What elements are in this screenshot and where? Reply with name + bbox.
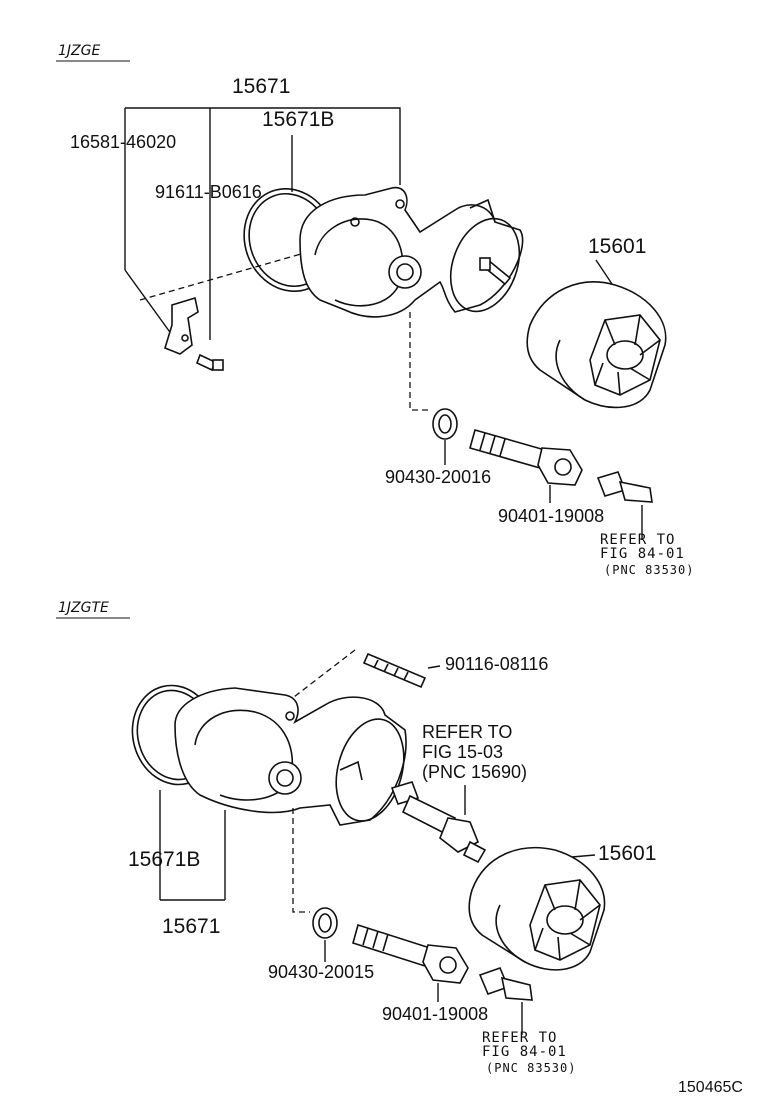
label-15601-top: 15601 [588, 235, 646, 258]
refer-to-a-line1: REFER TO [422, 722, 512, 742]
small-bolt-icon [195, 353, 224, 372]
label-15671-bottom: 15671 [162, 915, 220, 938]
oil-filter-icon [468, 846, 606, 971]
label-90116-08116: 90116-08116 [445, 654, 548, 674]
oil-pressure-switch-icon [596, 471, 653, 503]
mounting-bracket-icon [164, 296, 199, 355]
sensor-icon [390, 781, 487, 864]
section-1jzge: 1JZGE 15671 15671B 16581-46020 91611-B06… [56, 43, 694, 577]
refer-to-line3: (PNC 83530) [604, 563, 694, 577]
oil-filter-bracket-icon [299, 186, 524, 318]
refer-to-b-line2: FIG 84-01 [482, 1044, 567, 1060]
refer-to-line2: FIG 84-01 [600, 546, 685, 562]
oil-filter-icon [526, 281, 667, 409]
label-15671-top: 15671 [232, 75, 290, 98]
union-bolt-icon [352, 923, 469, 984]
label-90401-19008: 90401-19008 [498, 506, 604, 526]
refer-to-b-line1: REFER TO [482, 1030, 557, 1046]
washer-icon [432, 408, 458, 440]
label-90430-20016: 90430-20016 [385, 467, 491, 487]
refer-to-b-line3: (PNC 83530) [486, 1061, 576, 1075]
figure-id: 150465C [678, 1079, 743, 1096]
refer-to-line1: REFER TO [600, 532, 675, 548]
label-90401-19008-bottom: 90401-19008 [382, 1004, 488, 1024]
section-1jzgte: 1JZGTE 90116-08116 REFER TO FIG 15-03 (P… [56, 600, 656, 1075]
oil-pressure-switch-icon [478, 966, 533, 1001]
label-15601-bottom: 15601 [598, 842, 656, 865]
engine-label-1jzgte: 1JZGTE [58, 600, 109, 616]
label-91611-b0616: 91611-B0616 [155, 182, 262, 202]
label-90430-20015: 90430-20015 [268, 962, 374, 982]
union-bolt-icon [469, 429, 583, 486]
engine-label-1jzge: 1JZGE [58, 43, 100, 59]
refer-to-a-line2: FIG 15-03 [422, 742, 503, 762]
refer-to-a-line3: (PNC 15690) [422, 762, 527, 782]
oil-filter-bracket-icon [174, 687, 407, 826]
label-15671b-top: 15671B [262, 108, 334, 131]
stud-bolt-icon [362, 652, 427, 689]
label-16581-46020: 16581-46020 [70, 132, 176, 152]
washer-icon [312, 907, 338, 939]
label-15671b-bottom: 15671B [128, 848, 200, 871]
